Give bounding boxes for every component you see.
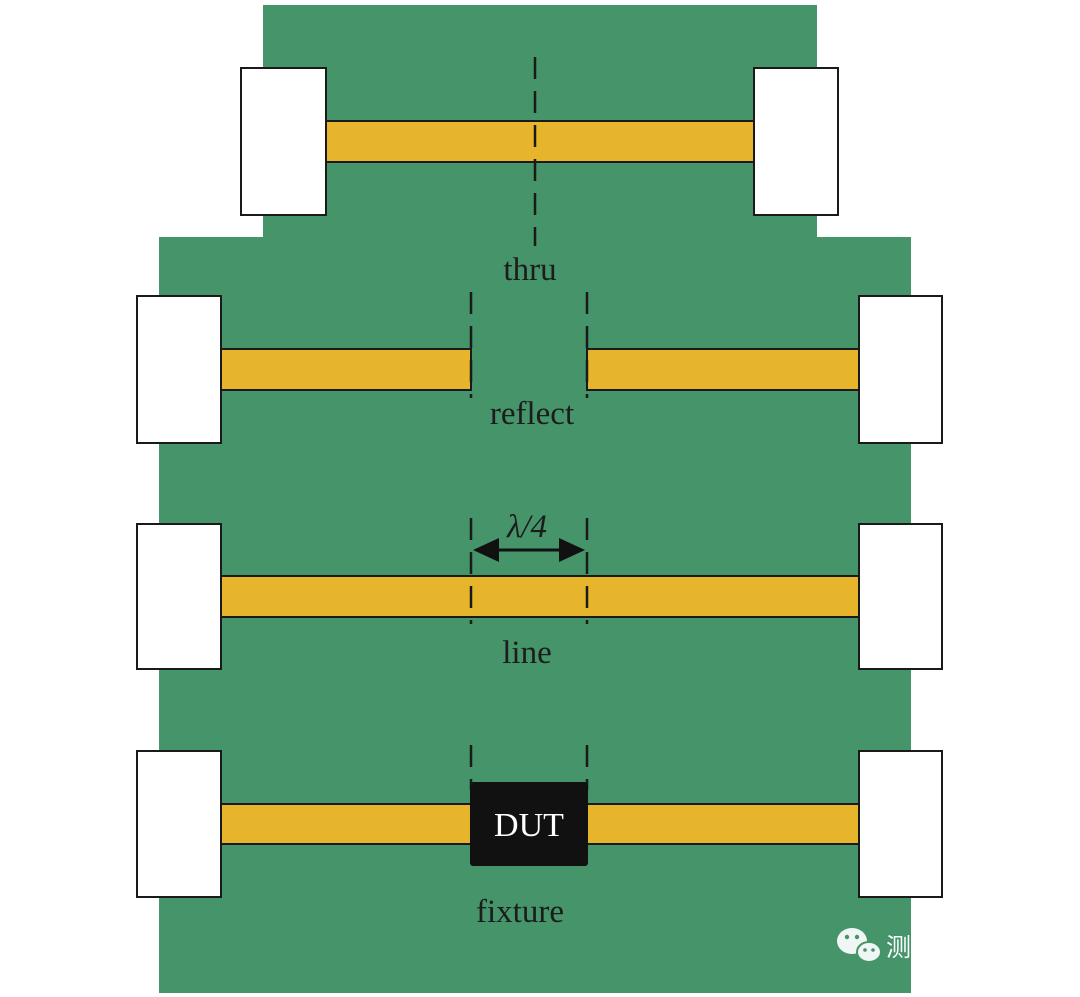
reflect-label: reflect (490, 396, 574, 432)
dut-label: DUT (494, 807, 564, 844)
line-left-connector (136, 523, 222, 670)
dut-block (470, 782, 588, 866)
quarter-wave-label: λ/4 (506, 509, 547, 545)
reflect-right-trace (586, 348, 860, 391)
fixture-left-trace (220, 803, 474, 845)
fixture-right-connector (858, 750, 943, 898)
watermark: 测试那些事儿 (837, 928, 1036, 963)
line-label: line (502, 635, 551, 671)
wechat-icon (837, 928, 882, 963)
fixture-right-trace (586, 803, 860, 845)
pcb-board (159, 5, 911, 993)
thru-label: thru (503, 252, 556, 288)
line-right-connector (858, 523, 943, 670)
watermark-text: 测试那些事儿 (886, 933, 1036, 962)
line-standard: λ/4 line (136, 509, 943, 671)
fixture-standard: DUT fixture (136, 745, 943, 930)
fixture-left-connector (136, 750, 222, 898)
thru-trace (325, 120, 755, 163)
thru-right-connector (753, 67, 839, 216)
reflect-left-connector (136, 295, 222, 444)
reflect-right-connector (858, 295, 943, 444)
reflect-left-trace (220, 348, 472, 391)
quarter-wave-arrow-right-head (559, 538, 585, 562)
line-trace (220, 575, 860, 618)
quarter-wave-arrow-left-head (473, 538, 499, 562)
thru-standard: thru (240, 57, 839, 288)
thru-left-connector (240, 67, 327, 216)
reflect-standard: reflect (136, 292, 943, 444)
fixture-label: fixture (476, 894, 564, 930)
